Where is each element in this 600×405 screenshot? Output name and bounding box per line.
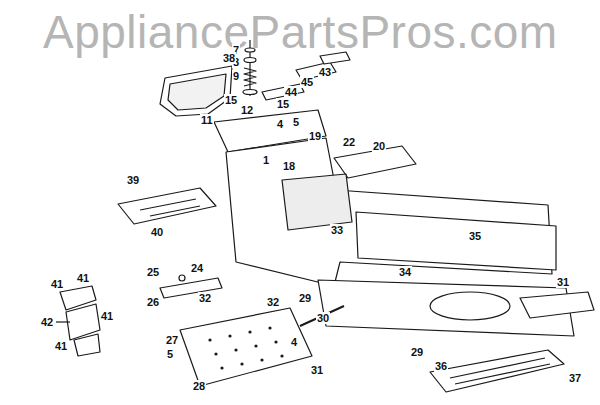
callout-number: 38: [222, 52, 236, 64]
bolt: [56, 321, 70, 322]
washer: [244, 58, 256, 63]
callout-number: 4: [290, 336, 298, 348]
axle-bar: [160, 278, 222, 298]
seat-cushion: [168, 74, 226, 110]
watermark: AppliancePartsPros.com: [42, 6, 559, 58]
callout-number: 45: [300, 76, 314, 88]
rod: [300, 306, 344, 326]
seat-plate: [118, 188, 216, 224]
callout-number: 22: [342, 136, 356, 148]
callout-number: 26: [146, 296, 160, 308]
callout-number: 33: [330, 224, 344, 236]
callout-number: 36: [434, 360, 448, 372]
callout-number: 41: [76, 272, 90, 284]
callout-number: 1: [262, 154, 270, 166]
callout-number: 39: [126, 174, 140, 186]
callout-number: 28: [192, 380, 206, 392]
callout-number: 15: [276, 98, 290, 110]
washer: [243, 90, 257, 95]
pan-hole: [430, 292, 510, 320]
callout-number: 24: [190, 262, 204, 274]
callout-number: 27: [165, 334, 179, 346]
callout-number: 37: [568, 372, 582, 384]
callout-number: 43: [318, 66, 332, 78]
callout-number: 12: [240, 104, 254, 116]
footrest: [430, 350, 564, 392]
callout-number: 41: [54, 340, 68, 352]
callout-number: 41: [100, 310, 114, 322]
callout-number: 29: [298, 292, 312, 304]
callout-number: 19: [308, 130, 322, 142]
plate-slot: [150, 206, 200, 216]
callout-number: 44: [284, 86, 298, 98]
callout-number: 35: [468, 230, 482, 242]
callout-number: 30: [316, 312, 330, 324]
callout-number: 11: [200, 114, 214, 126]
callout-number: 9: [232, 70, 240, 82]
plate-holes: [208, 326, 283, 369]
callout-number: 31: [310, 364, 324, 376]
seat-bracket: [74, 334, 100, 356]
callout-number: 20: [372, 140, 386, 152]
seat: [160, 66, 232, 116]
callout-number: 40: [150, 226, 164, 238]
callout-number: 32: [266, 296, 280, 308]
fender: [520, 292, 594, 318]
callout-number: 29: [410, 346, 424, 358]
callout-number: 15: [224, 94, 238, 106]
callout-number: 25: [146, 266, 160, 278]
floor-plate: [180, 308, 312, 386]
bolt: [179, 275, 185, 281]
callout-number: 5: [166, 348, 174, 360]
callout-number: 31: [556, 276, 570, 288]
footrest-tread: [450, 358, 550, 384]
callout-number: 42: [40, 316, 54, 328]
spring: [244, 68, 256, 86]
callout-number: 34: [398, 266, 412, 278]
fuel-tank: [282, 174, 352, 230]
callout-number: 32: [198, 292, 212, 304]
side-panel: [356, 212, 556, 270]
callout-number: 5: [292, 116, 300, 128]
callout-number: 4: [276, 118, 284, 130]
callout-number: 18: [282, 160, 296, 172]
callout-number: 41: [50, 278, 64, 290]
